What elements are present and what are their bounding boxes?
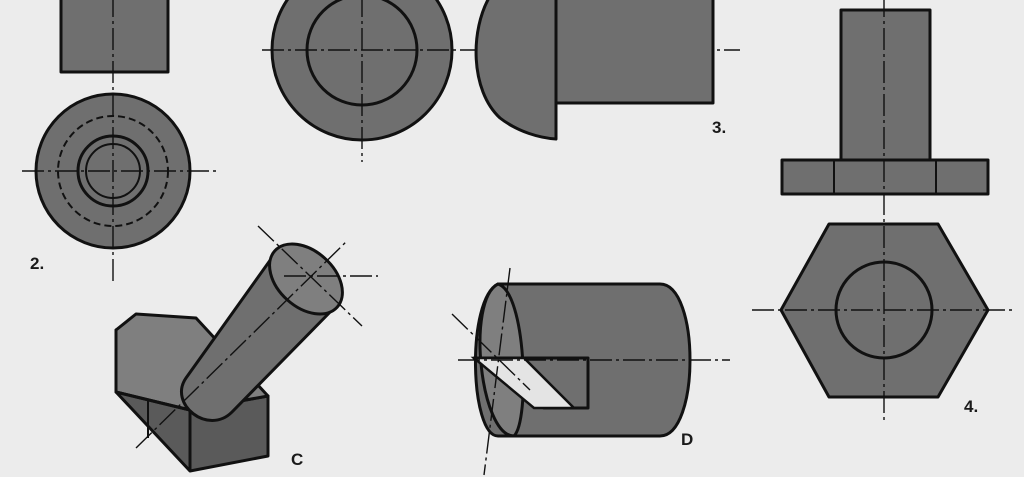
fig4-flange (780, 158, 990, 196)
figure-label-4: 4. (964, 397, 979, 416)
figure-label-d: D (681, 430, 694, 449)
figure-c (114, 225, 378, 473)
figure-label-2: 2. (30, 254, 45, 273)
figure-label-c: C (291, 450, 304, 469)
figc-centerline-axis (135, 239, 349, 449)
fig4-shank (839, 8, 932, 164)
figc-hex-edge-b (115, 390, 191, 412)
figure-2 (22, 0, 216, 282)
figd-centerline-v (483, 267, 511, 476)
figure-4 (752, 0, 1016, 420)
figure-d (451, 267, 730, 476)
fig3-side-dome (474, 0, 558, 141)
figd-centerline-diag (451, 313, 531, 391)
fig3-side-cylinder (554, 0, 715, 105)
fig2-front-view (59, 0, 170, 74)
figure-label-3: 3. (712, 118, 727, 137)
figure-3 (262, 0, 740, 162)
figd-slot-face (470, 356, 578, 410)
